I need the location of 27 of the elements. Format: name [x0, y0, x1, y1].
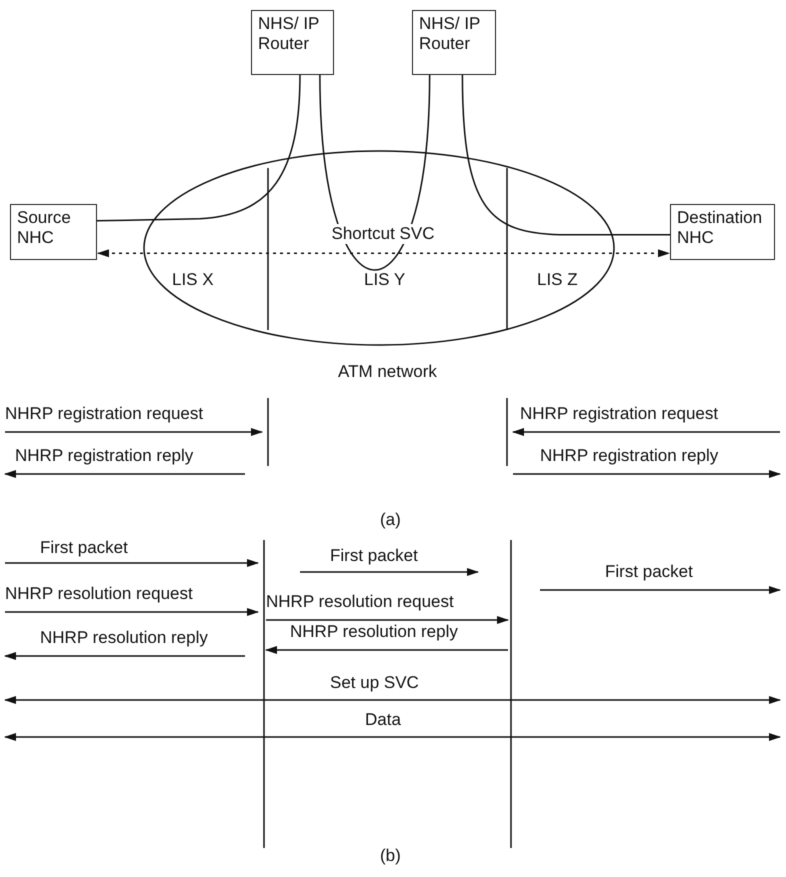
message-label: NHRP registration reply: [15, 446, 194, 466]
message-label: NHRP resolution request: [266, 592, 454, 612]
message-label: NHRP registration request: [5, 404, 204, 424]
router-box: NHS/ IP Router: [251, 10, 334, 75]
connector-line: [96, 74, 301, 222]
connector-line: [319, 74, 430, 270]
region-label: LIS Z: [537, 270, 578, 290]
network-label: ATM network: [338, 362, 437, 382]
host-box: Source NHC: [10, 204, 97, 260]
arrow: [97, 249, 670, 258]
caption-label: (a): [380, 510, 401, 530]
message-label: First packet: [605, 562, 693, 582]
message-label: NHRP resolution reply: [290, 622, 458, 642]
region-label: LIS Y: [364, 270, 406, 290]
message-label: Set up SVC: [330, 673, 419, 693]
router-box: NHS/ IP Router: [412, 10, 496, 75]
message-label: First packet: [330, 546, 418, 566]
message-label: NHRP registration request: [520, 404, 718, 424]
host-box: Destination NHC: [670, 204, 775, 260]
region-label: LIS X: [172, 270, 214, 290]
message-label: First packet: [40, 538, 128, 558]
message-label: NHRP resolution request: [5, 584, 193, 604]
message-label: NHRP registration reply: [540, 446, 718, 466]
caption-label: (b): [380, 846, 401, 866]
connector-line: [462, 74, 670, 236]
message-label: NHRP resolution reply: [40, 628, 208, 648]
message-label: Data: [365, 710, 401, 730]
